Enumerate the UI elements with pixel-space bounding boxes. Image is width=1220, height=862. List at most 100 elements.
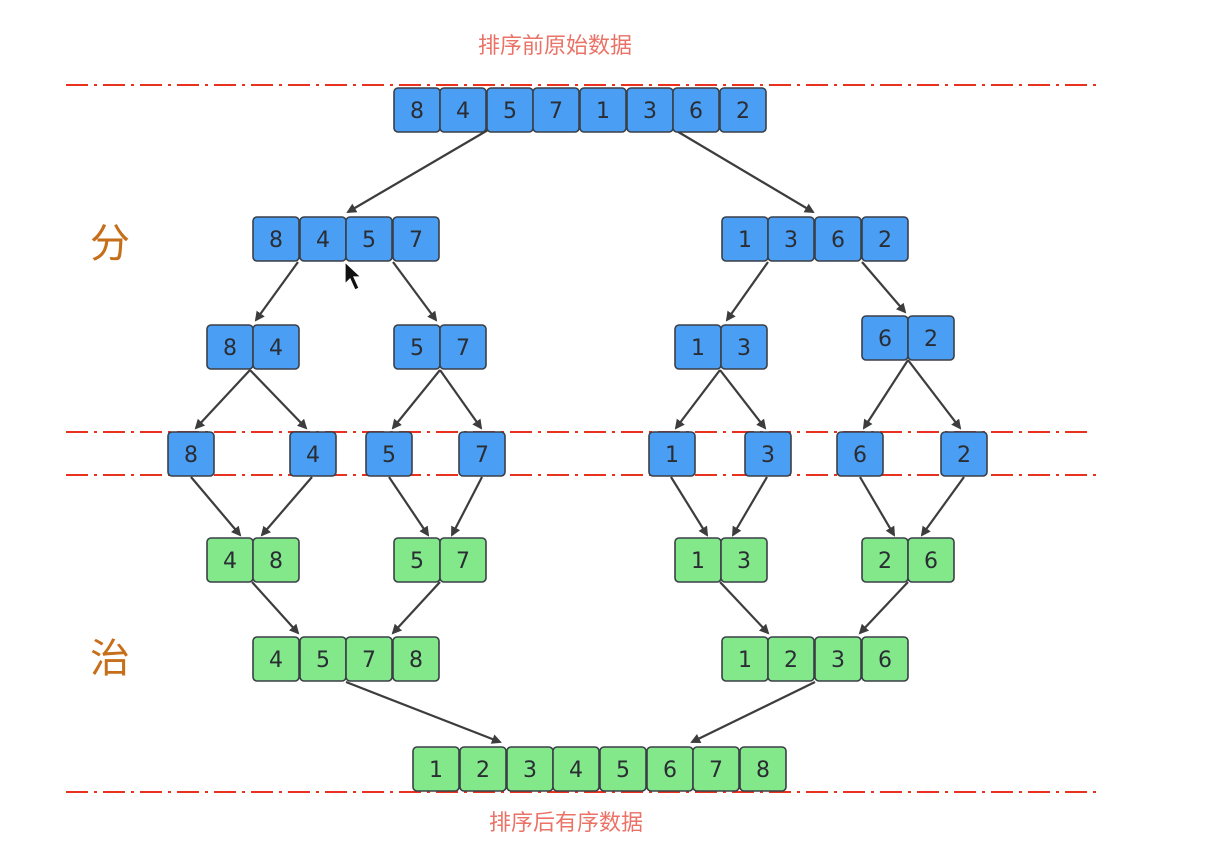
array-cell-value: 6: [853, 443, 867, 468]
array-cell: 5: [599, 746, 647, 792]
array-cell-value: 6: [924, 549, 938, 574]
array-cell: 4: [299, 216, 347, 262]
arrow: [858, 581, 909, 635]
array-cell-value: 8: [269, 549, 283, 574]
array-cell-value: 7: [362, 648, 376, 673]
array-cell: 1: [579, 87, 627, 133]
array-cell: 5: [299, 636, 347, 682]
arrow: [670, 476, 709, 537]
arrow: [346, 129, 489, 214]
array-cell: 1: [721, 216, 769, 262]
array-cell-value: 2: [878, 549, 892, 574]
array-cell-value: 1: [665, 443, 679, 468]
array-cell-value: 6: [831, 228, 845, 253]
array-cell-value: 6: [878, 327, 892, 352]
array-cell-value: 2: [924, 327, 938, 352]
array-cell-value: 7: [709, 758, 723, 783]
array-cell-box: [814, 216, 862, 262]
array-cell: 3: [720, 324, 768, 370]
array-cell-value: 1: [429, 758, 443, 783]
array-cell-box: [767, 216, 815, 262]
array-cell-box: [439, 324, 487, 370]
array-cell-box: [672, 87, 720, 133]
array-cell: 6: [861, 636, 909, 682]
array-cell: 1: [648, 431, 696, 477]
arrow: [391, 369, 441, 430]
array-cell-box: [345, 636, 393, 682]
array-cell-box: [744, 431, 792, 477]
arrow: [719, 581, 770, 635]
arrow: [391, 581, 441, 635]
array-cell: 7: [439, 324, 487, 370]
array-cell-value: 3: [643, 99, 657, 124]
array-cell-value: 2: [784, 648, 798, 673]
arrow: [859, 476, 896, 537]
array-cell: 3: [767, 216, 815, 262]
array-cell: 3: [814, 636, 862, 682]
array-cell-value: 1: [738, 648, 752, 673]
array-cell-value: 4: [316, 228, 330, 253]
array-cell-box: [532, 87, 580, 133]
array-cell-value: 2: [878, 228, 892, 253]
array-cell-box: [439, 537, 487, 583]
array-cell-value: 3: [737, 549, 751, 574]
array-cell: 2: [940, 431, 988, 477]
array-cell-value: 4: [569, 758, 583, 783]
array-cell-box: [814, 636, 862, 682]
array-cell: 2: [861, 537, 909, 583]
array-cell-value: 8: [184, 443, 198, 468]
array-cell: 6: [646, 746, 694, 792]
array-cell-value: 2: [736, 99, 750, 124]
arrow: [251, 581, 300, 635]
array-cell: 2: [719, 87, 767, 133]
array-cell: 4: [206, 537, 254, 583]
arrow: [260, 476, 313, 537]
arrow: [190, 476, 242, 537]
array-cell-value: 8: [269, 228, 283, 253]
array-cell: 8: [167, 431, 215, 477]
array-cell-value: 5: [382, 443, 396, 468]
array-cell-box: [648, 431, 696, 477]
arrow: [725, 261, 769, 322]
array-cell-value: 1: [691, 549, 705, 574]
array-cell: 3: [720, 537, 768, 583]
array-cell-value: 5: [503, 99, 517, 124]
array-cell-box: [252, 216, 300, 262]
array-cell: 8: [739, 746, 787, 792]
array-cell: 4: [252, 636, 300, 682]
arrow: [451, 476, 483, 537]
array-cell-value: 4: [269, 336, 283, 361]
array-cell-box: [412, 746, 460, 792]
array-cell-value: 3: [523, 758, 537, 783]
array-cell-value: 8: [756, 758, 770, 783]
array-cell: 4: [552, 746, 600, 792]
array-cell-value: 7: [456, 549, 470, 574]
array-cell-box: [836, 431, 884, 477]
array-cell: 5: [393, 324, 441, 370]
array-cell-box: [719, 87, 767, 133]
caption-sorted-data: 排序后有序数据: [489, 811, 643, 836]
arrow: [907, 359, 962, 430]
array-cell: 6: [907, 537, 955, 583]
array-cell: 6: [672, 87, 720, 133]
arrow: [388, 476, 430, 537]
array-cell-value: 1: [596, 99, 610, 124]
array-cell-box: [692, 746, 740, 792]
array-cell-value: 8: [410, 99, 424, 124]
array-cell-box: [579, 87, 627, 133]
array-cell-box: [439, 87, 487, 133]
array-cell: 8: [252, 537, 300, 583]
array-cell: 4: [439, 87, 487, 133]
array-cell: 2: [907, 315, 955, 361]
